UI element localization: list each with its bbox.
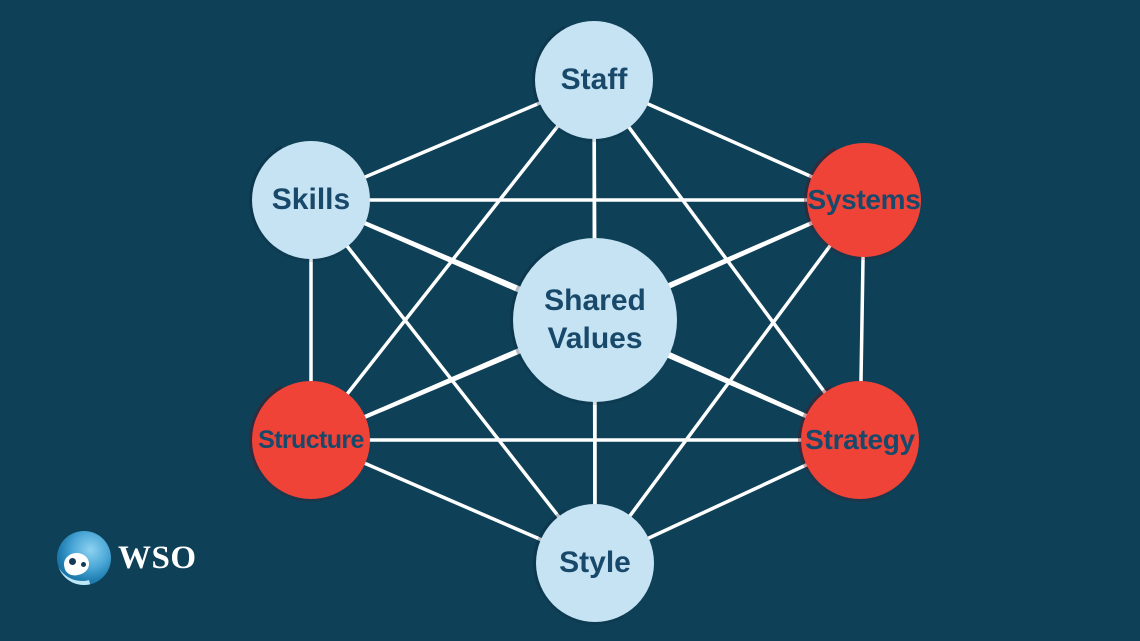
wso-logo-icon — [57, 531, 111, 585]
node-skills-label: Skills — [271, 183, 351, 216]
node-staff-label: Staff — [560, 63, 628, 96]
node-staff: Staff — [535, 21, 653, 139]
logo-eye-dot-small — [81, 562, 86, 567]
wso-logo: WSO — [57, 531, 197, 585]
node-structure-label: Structure — [258, 425, 364, 454]
node-strategy-label: Strategy — [805, 424, 915, 455]
node-skills: Skills — [252, 141, 370, 259]
node-style-label: Style — [559, 546, 631, 579]
node-structure: Structure — [252, 381, 370, 499]
node-systems-label: Systems — [807, 184, 921, 215]
node-systems: Systems — [807, 143, 921, 257]
wso-logo-text: WSO — [118, 539, 197, 576]
node-shared-values: Shared Values — [513, 238, 677, 402]
node-style: Style — [536, 504, 654, 622]
node-strategy: Strategy — [801, 381, 919, 499]
node-shared-values-label: Shared Values — [544, 283, 646, 355]
logo-eye-dot — [69, 558, 76, 565]
